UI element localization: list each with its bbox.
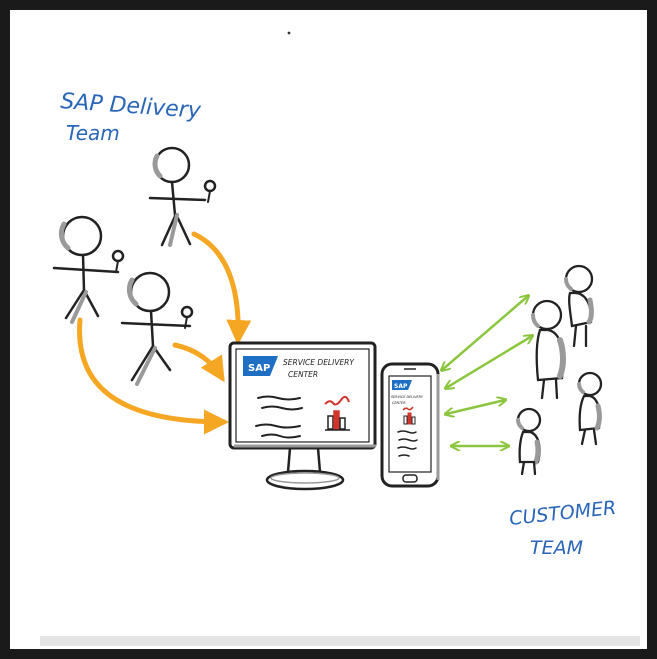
green-arrow-3: [446, 400, 505, 414]
delivery-arrows: [77, 231, 252, 435]
customer-member-2: [531, 299, 566, 400]
orange-arrow-3: [77, 317, 229, 435]
phone-title-line2: CENTER: [392, 401, 406, 405]
phone-text-lines: [397, 430, 418, 457]
phone-sap-logo-icon: [392, 380, 412, 390]
phone-chart-icon: [402, 406, 416, 425]
sap-team-member-2: [52, 215, 125, 324]
customer-member-1: [564, 264, 594, 348]
customer-member-3: [577, 371, 603, 446]
customer-member-4: [516, 407, 542, 476]
phone-title-line1: SERVICE DELIVERY: [391, 395, 424, 399]
sap-team-member-1: [148, 146, 217, 247]
sap-team-member-3: [120, 271, 194, 386]
board-bottom-shadow: [40, 636, 640, 646]
monitor-sap-logo-text: SAP: [248, 363, 270, 374]
customer-arrows: [442, 296, 532, 446]
orange-arrow-1: [191, 231, 252, 345]
monitor-text-lines: [255, 395, 303, 439]
marker-dot: [287, 31, 291, 35]
sap-delivery-label-line2: Team: [66, 121, 120, 145]
customer-team-label-line2: TEAM: [530, 537, 583, 559]
orange-arrow-2: [172, 342, 225, 383]
phone-sap-logo-text: SAP: [394, 383, 408, 390]
monitor-title-line2: CENTER: [288, 370, 318, 379]
monitor-chart-icon: [324, 396, 350, 431]
green-arrow-2: [446, 336, 532, 388]
monitor-title-line1: SERVICE DELIVERY: [283, 358, 355, 367]
desktop-monitor: SAP SERVICE DELIVERY CENTER: [228, 341, 377, 491]
monitor-sap-logo-icon: [243, 356, 278, 376]
mobile-phone: SAP SERVICE DELIVERY CENTER: [380, 362, 440, 488]
